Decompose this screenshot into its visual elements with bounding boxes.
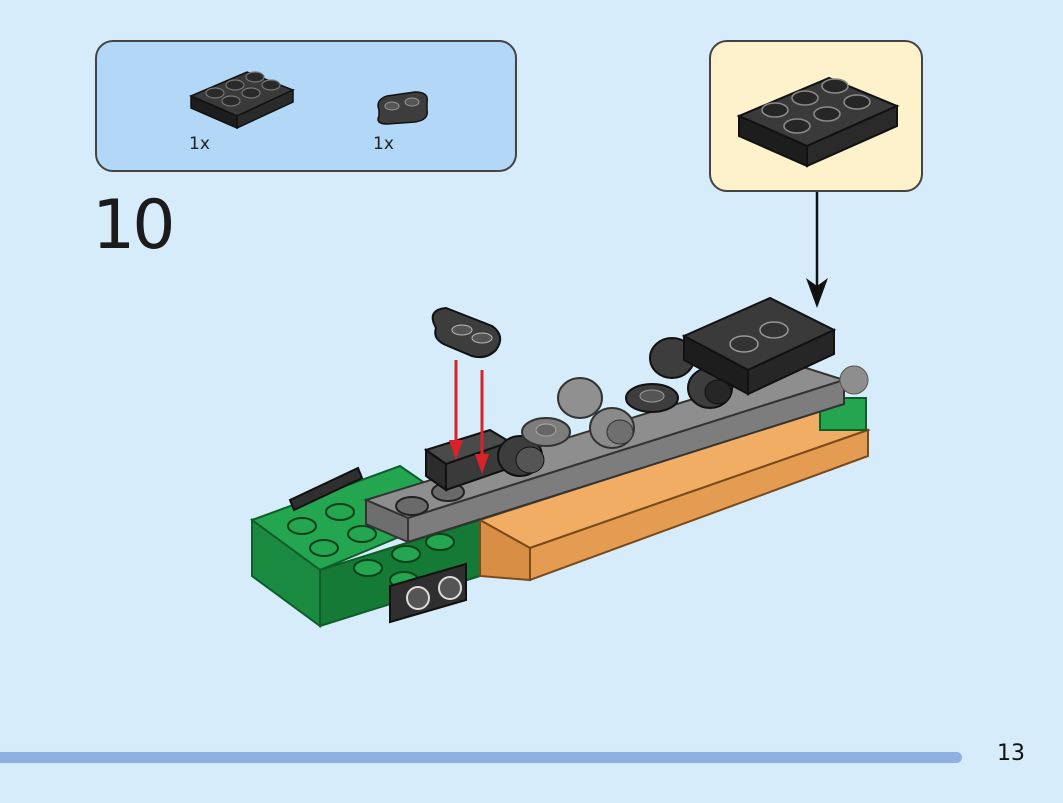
- front-black-technic-brick: [288, 466, 467, 624]
- placement-arrow: [806, 192, 828, 308]
- dark-gray-clip-pieces: [423, 428, 513, 492]
- placed-black-plate: [681, 296, 869, 396]
- black-plate-2x3-part: [189, 71, 295, 130]
- parts-list-box: 1x 1x: [95, 40, 517, 172]
- step-number: 10: [92, 186, 176, 265]
- callout-black-plate-2x3: [736, 76, 900, 168]
- part-quantity: 1x: [189, 134, 210, 154]
- page-number: 13: [997, 741, 1025, 766]
- part-quantity: 1x: [373, 134, 394, 154]
- floating-rounded-plate: [431, 306, 502, 359]
- dark-gray-rounded-plate-part: [377, 91, 428, 125]
- sub-assembly-callout: [709, 40, 923, 192]
- red-placement-arrows: [449, 360, 489, 474]
- model-assembly: [249, 296, 871, 628]
- gray-cylinders: [497, 337, 733, 477]
- tan-plate-row: [477, 397, 871, 582]
- progress-bar: [0, 752, 962, 763]
